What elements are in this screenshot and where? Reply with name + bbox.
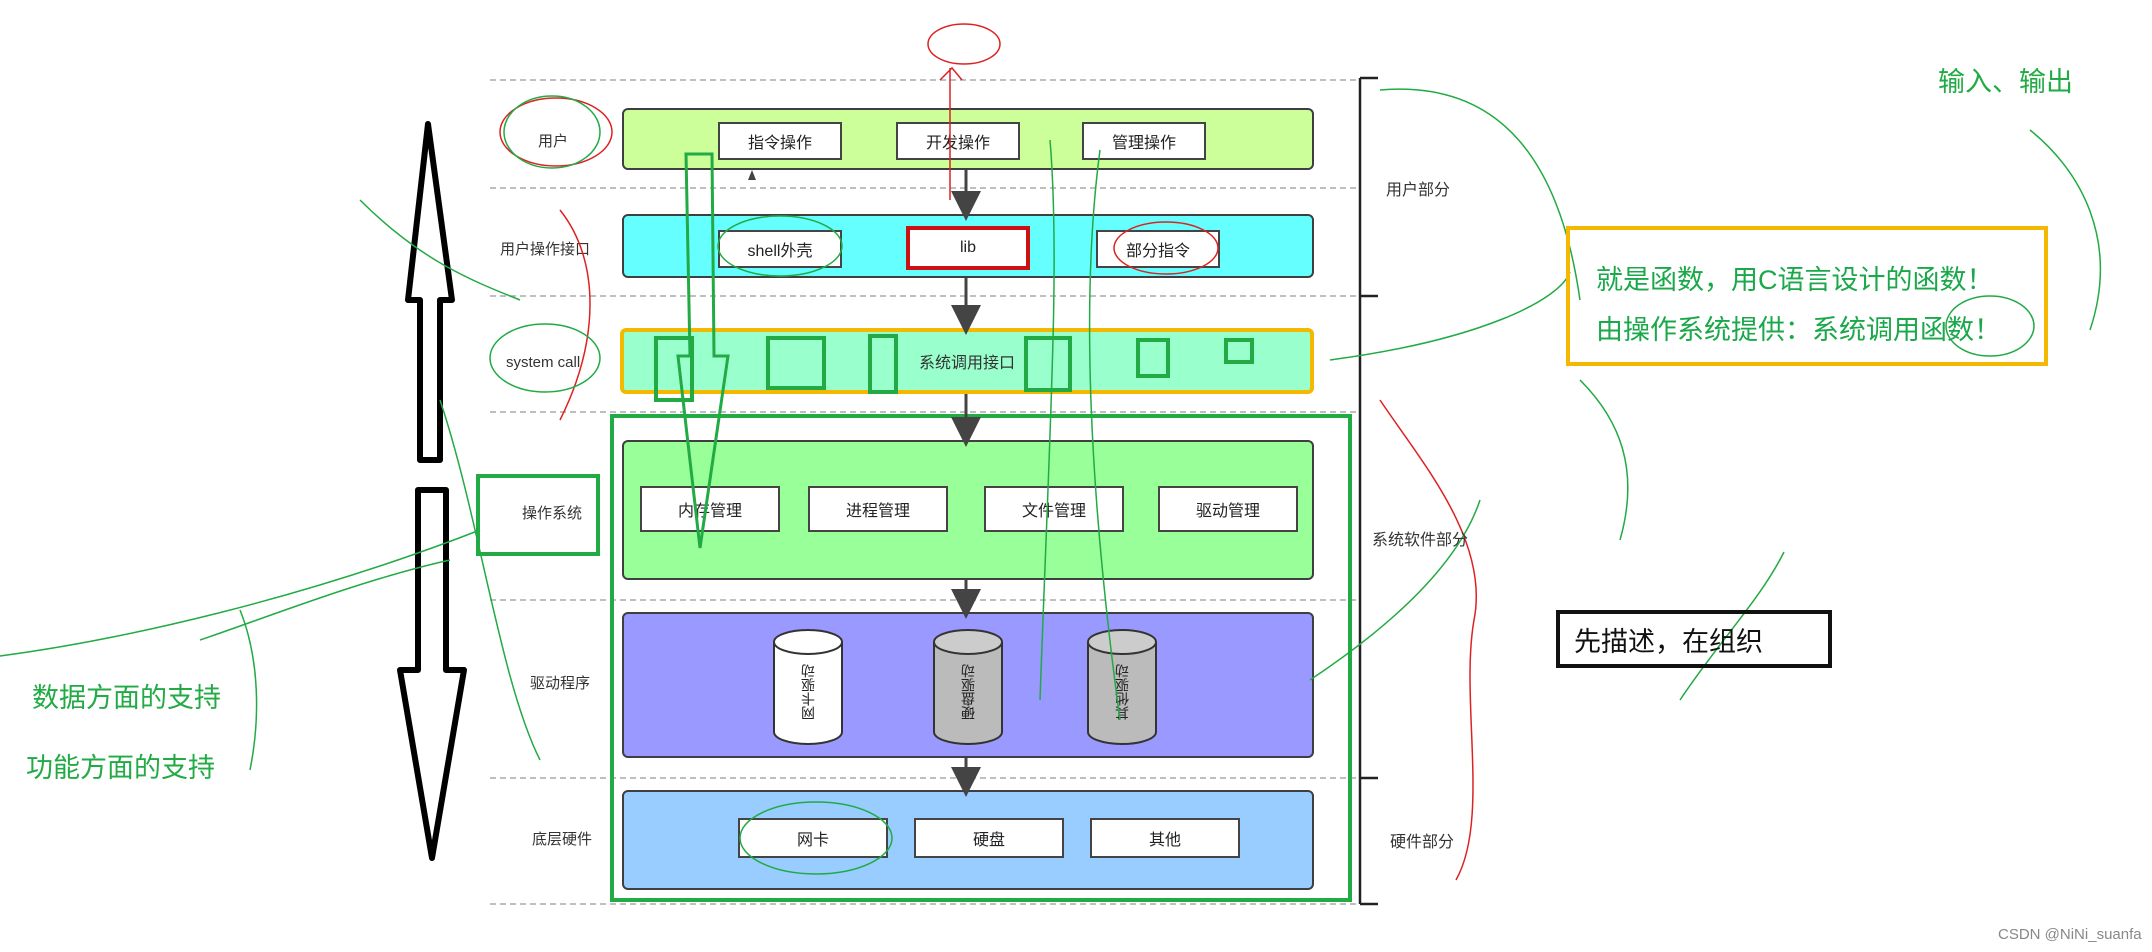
driver-layer: 网卡驱动 硬盘驱动 其他驱动: [622, 612, 1314, 758]
syscall-center-label: 系统调用接口: [918, 355, 1015, 372]
side-hardware-part: 硬件部分: [1390, 834, 1455, 851]
user-layer: 指令操作 开发操作 管理操作: [622, 108, 1314, 170]
label-hardware: 底层硬件: [532, 831, 593, 848]
annotation-io: 输入、输出: [1938, 67, 2073, 97]
item-dev-op: 开发操作: [896, 122, 1020, 160]
watermark: CSDN @NiNi_suanfa: [1998, 926, 2142, 943]
item-shell: shell外壳: [718, 230, 842, 268]
item-file: 文件管理: [984, 486, 1124, 532]
os-layer: 内存管理 进程管理 文件管理 驱动管理: [622, 440, 1314, 580]
note-box: 就是函数，用C语言设计的函数！ 由操作系统提供：系统调用函数！: [1566, 226, 2048, 366]
note-line-1: 就是函数，用C语言设计的函数！: [1596, 265, 1994, 295]
item-other: 其他: [1090, 818, 1240, 858]
side-user-part: 用户部分: [1386, 182, 1451, 199]
side-system-part: 系统软件部分: [1372, 532, 1469, 549]
label-syscall: system call: [506, 354, 581, 371]
annotation-data-support: 数据方面的支持: [32, 683, 221, 713]
hardware-layer: 网卡 硬盘 其他: [622, 790, 1314, 890]
label-driver: 驱动程序: [530, 675, 591, 692]
label-user-interface: 用户操作接口: [500, 241, 591, 258]
annotation-func-support: 功能方面的支持: [26, 753, 215, 783]
item-driver-mgmt: 驱动管理: [1158, 486, 1298, 532]
item-lib: lib: [906, 226, 1030, 270]
item-nic: 网卡: [738, 818, 888, 858]
cylinders: [773, 629, 1157, 745]
item-partial-cmd: 部分指令: [1096, 230, 1220, 268]
describe-box: 先描述，在组织: [1556, 610, 1832, 668]
note-line-2: 由操作系统提供：系统调用函数！: [1596, 315, 2001, 345]
item-command-op: 指令操作: [718, 122, 842, 160]
item-process: 进程管理: [808, 486, 948, 532]
item-disk: 硬盘: [914, 818, 1064, 858]
item-admin-op: 管理操作: [1082, 122, 1206, 160]
label-os: 操作系统: [522, 505, 583, 522]
system-frame: [610, 414, 1352, 902]
label-user: 用户: [538, 133, 569, 150]
